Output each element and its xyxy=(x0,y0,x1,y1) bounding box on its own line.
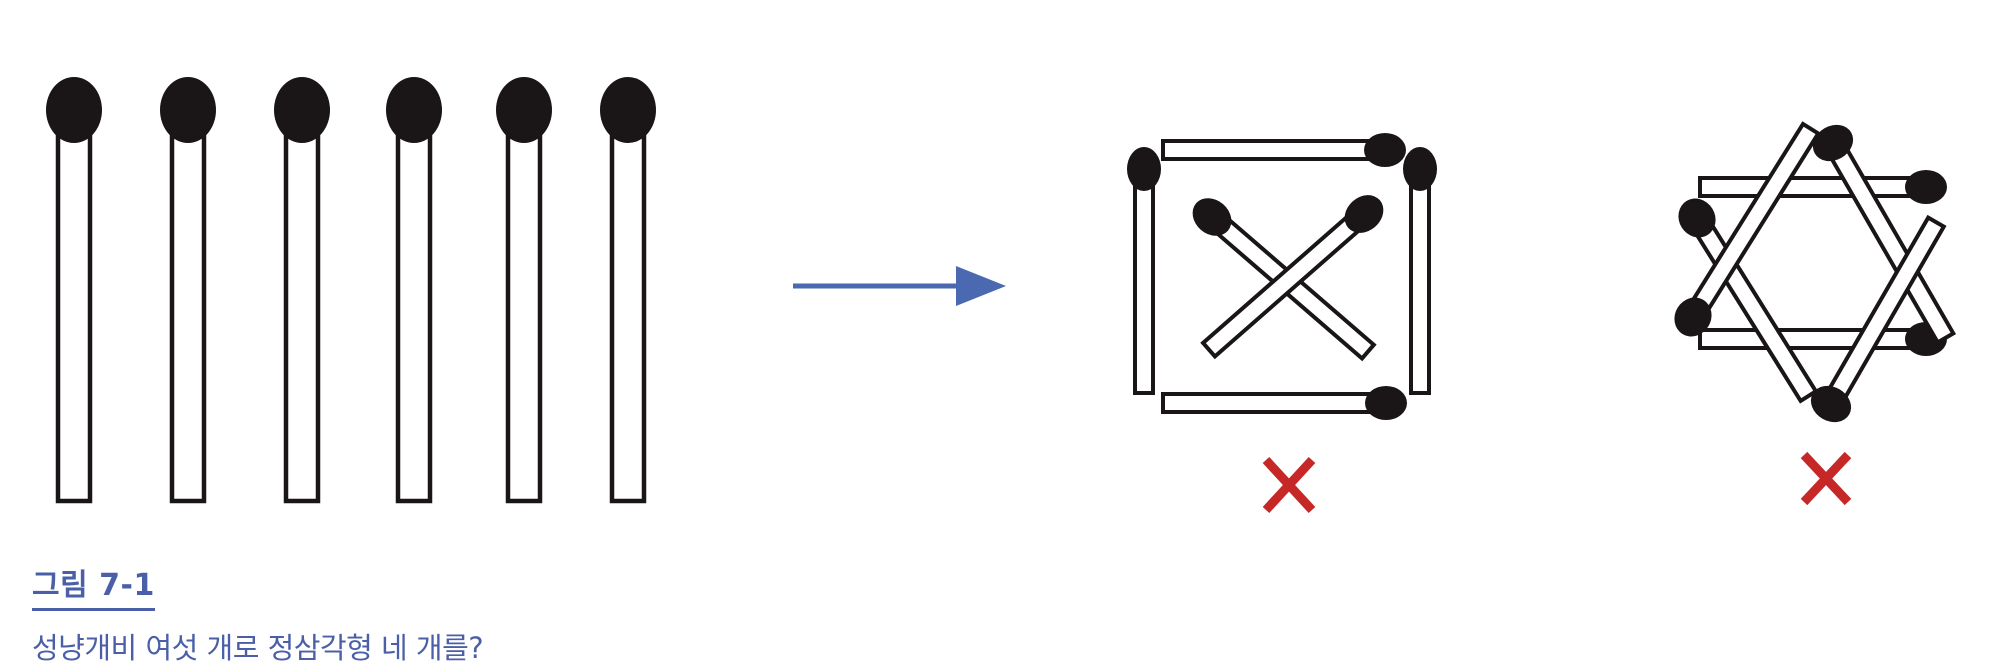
matchstick xyxy=(1698,170,1947,204)
right-arrow-icon xyxy=(793,266,1006,306)
figure-caption: 성냥개비 여섯 개로 정삼각형 네 개를? xyxy=(32,631,484,665)
matchstick xyxy=(46,77,102,504)
matchstick xyxy=(1161,386,1407,420)
matchstick xyxy=(386,77,442,504)
matchstick xyxy=(600,77,656,504)
matchstick xyxy=(1127,147,1161,395)
matchstick xyxy=(496,77,552,504)
figure-number: 그림 7-1 xyxy=(32,560,155,611)
square-with-x-attempt xyxy=(1127,133,1437,514)
matchstick xyxy=(274,77,330,504)
matchstick xyxy=(1674,121,1822,337)
hexagram-attempt xyxy=(1674,121,1957,506)
six-matchsticks-group xyxy=(46,77,656,504)
matchstick xyxy=(160,77,216,504)
wrong-mark-icon xyxy=(1262,456,1316,514)
matchstick xyxy=(1698,322,1947,356)
matchstick xyxy=(1403,147,1437,395)
matchstick xyxy=(1161,133,1406,167)
matchstick xyxy=(1812,124,1957,346)
wrong-mark-icon xyxy=(1800,451,1852,506)
matchstick xyxy=(1810,214,1947,423)
matchstick xyxy=(1200,195,1384,360)
figure-caption-block: 그림 7-1 성냥개비 여섯 개로 정삼각형 네 개를? xyxy=(32,560,484,667)
